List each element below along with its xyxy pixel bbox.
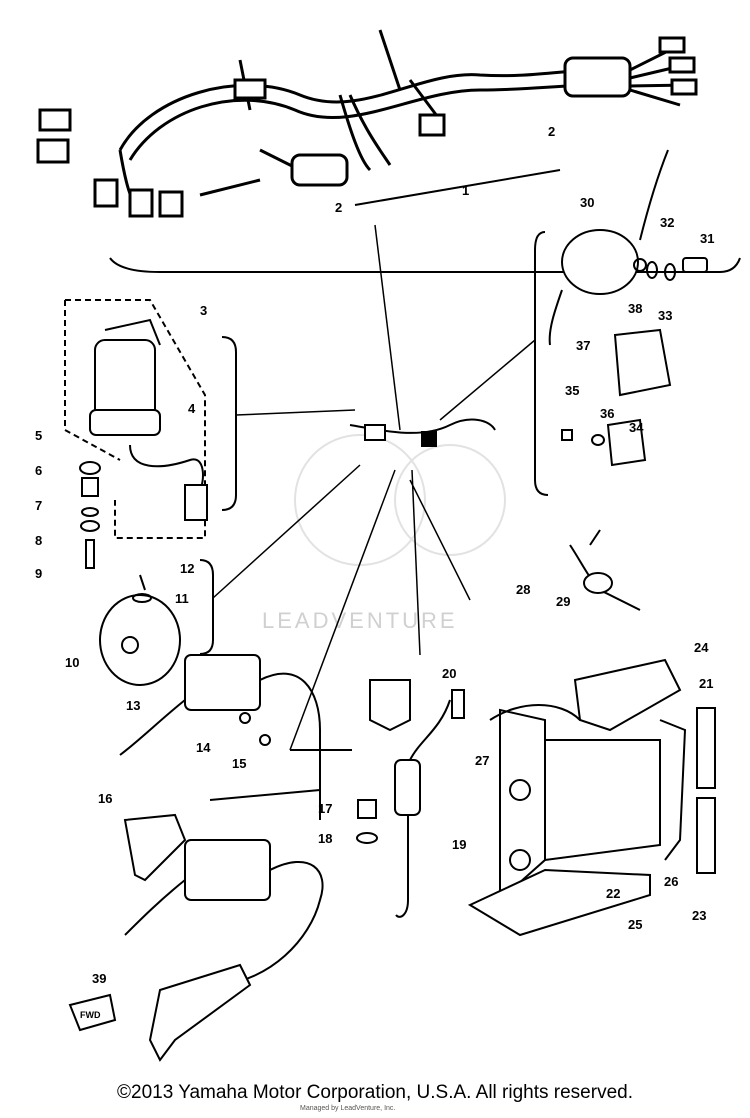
bracket-20: [369, 679, 465, 732]
callout-19: 19: [452, 837, 466, 852]
callout-33: 33: [658, 308, 672, 323]
callout-39: 39: [92, 971, 106, 986]
main-switch: [64, 299, 208, 539]
footer-small-text: Managed by LeadVenture, Inc.: [300, 1105, 395, 1112]
callout-labels: 1 2 2 3 4 5 6 7 8 9 10 11 12 13 14 15 16…: [35, 124, 714, 986]
leader-lines: [212, 224, 536, 751]
callout-16: 16: [98, 791, 112, 806]
lead-28-29: [569, 529, 641, 611]
handlebar-cluster: [349, 418, 496, 447]
callout-7: 7: [35, 498, 42, 513]
callout-35: 35: [565, 383, 579, 398]
callout-3: 3: [200, 303, 207, 318]
sensor-switch: [356, 699, 451, 918]
callout-17: 17: [318, 801, 332, 816]
callout-2a: 2: [548, 124, 555, 139]
watermark: LEADVENTURE: [262, 434, 506, 633]
callout-25: 25: [628, 917, 642, 932]
callout-20: 20: [442, 666, 456, 681]
callout-13: 13: [126, 698, 140, 713]
callout-34: 34: [629, 420, 644, 435]
ignition-coil: [68, 789, 324, 1062]
callout-27: 27: [475, 753, 489, 768]
callout-10: 10: [65, 655, 79, 670]
callout-6: 6: [35, 463, 42, 478]
relay-group: [548, 149, 708, 467]
callout-31: 31: [700, 231, 714, 246]
callout-38: 38: [628, 301, 642, 316]
callout-4: 4: [188, 401, 196, 416]
callout-22: 22: [606, 886, 620, 901]
callout-32: 32: [660, 215, 674, 230]
hardware-stack: [79, 461, 101, 569]
callout-15: 15: [232, 756, 246, 771]
callout-8: 8: [35, 533, 42, 548]
callout-2b: 2: [335, 200, 342, 215]
callout-23: 23: [692, 908, 706, 923]
cdi-unit: [119, 654, 321, 820]
callout-29: 29: [556, 594, 570, 609]
callout-12: 12: [180, 561, 194, 576]
callout-37: 37: [576, 338, 590, 353]
callout-9: 9: [35, 566, 42, 581]
callout-5: 5: [35, 428, 42, 443]
callout-36: 36: [600, 406, 614, 421]
callout-14: 14: [196, 740, 211, 755]
watermark-text: LEADVENTURE: [262, 608, 458, 633]
callout-11: 11: [175, 591, 189, 606]
callout-21: 21: [699, 676, 713, 691]
wire-harness: [36, 29, 698, 218]
fwd-tag: FWD: [80, 1010, 101, 1020]
callout-30: 30: [580, 195, 594, 210]
copyright-notice: ©2013 Yamaha Motor Corporation, U.S.A. A…: [117, 1082, 633, 1103]
callout-24: 24: [694, 640, 709, 655]
callout-26: 26: [664, 874, 678, 889]
callout-18: 18: [318, 831, 332, 846]
battery-assembly: [467, 658, 716, 937]
callout-1: 1: [462, 183, 469, 198]
callout-28: 28: [516, 582, 530, 597]
horn: [99, 574, 181, 686]
